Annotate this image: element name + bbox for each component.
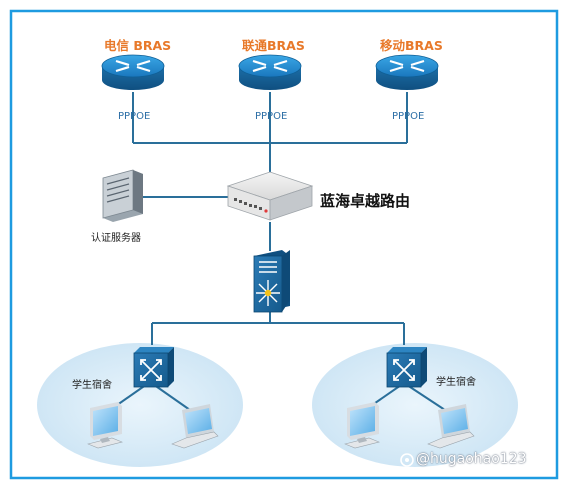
bras-label-telecom: 电信 BRAS	[104, 38, 172, 53]
auth-server-label: 认证服务器	[91, 233, 141, 244]
router-icon	[238, 54, 302, 90]
router-icon	[101, 54, 165, 90]
pppoe-label-telecom: PPPOE	[118, 111, 151, 122]
laptop-icon	[171, 404, 219, 449]
router-icon	[375, 54, 439, 90]
core-router-label: 蓝海卓越路由	[320, 192, 411, 210]
dorm-label-left: 学生宿舍	[72, 380, 112, 391]
laptop-icon	[427, 404, 475, 449]
core-switch-icon	[253, 250, 290, 313]
bras-label-unicom: 联通BRAS	[242, 38, 305, 53]
switch-icon	[386, 347, 427, 388]
pppoe-label-mobile: PPPOE	[392, 111, 425, 122]
desktop-pc-icon	[344, 402, 380, 449]
watermark-text: @hugaohao123	[416, 451, 527, 467]
desktop-pc-icon	[87, 402, 123, 449]
pppoe-label-unicom: PPPOE	[255, 111, 288, 122]
bras-label-mobile: 移动BRAS	[380, 38, 443, 53]
switch-icon	[133, 347, 174, 388]
dorm-label-right: 学生宿舍	[436, 377, 476, 388]
core-router-icon	[226, 171, 314, 221]
watermark-logo-icon	[400, 453, 414, 467]
server-icon	[102, 169, 143, 222]
